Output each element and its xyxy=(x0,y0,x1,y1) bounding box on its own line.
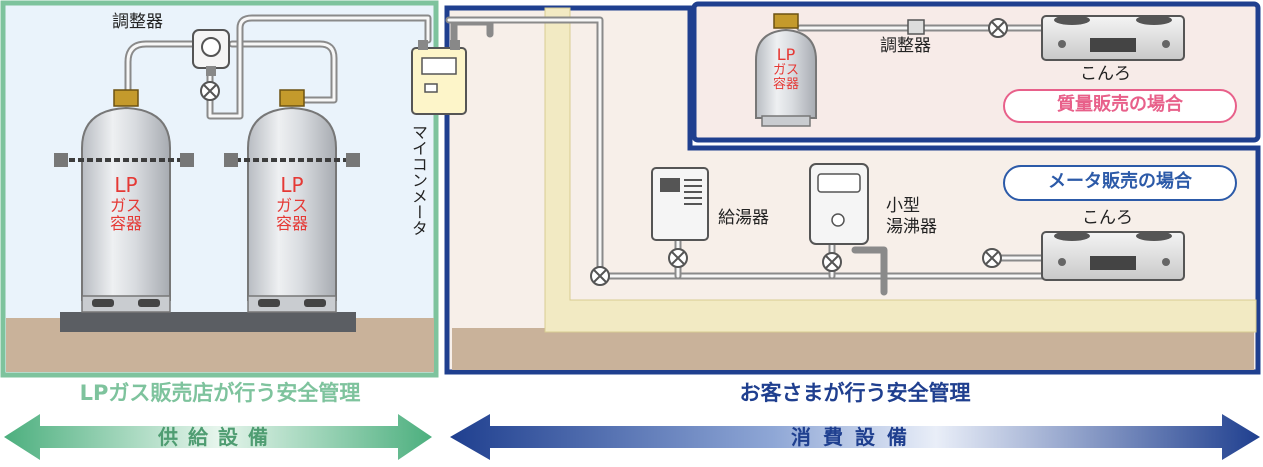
cylinder-2-text-line: 容器 xyxy=(275,214,308,234)
supply-footer-title: LPガス販売店が行う安全管理 xyxy=(79,381,361,405)
mass-cylinder-text-line: 容器 xyxy=(772,76,799,92)
mass-valve-icon xyxy=(988,18,1008,38)
water-heater-valve-icon xyxy=(668,248,688,268)
meter-sale-badge: メータ販売の場合 xyxy=(1048,171,1192,192)
small-heater-label-line: 小型 xyxy=(886,196,920,216)
cylinder-2-text: LP ガス 容器 xyxy=(266,174,318,234)
security-chain xyxy=(54,153,360,167)
mass-cylinder-text-line: LP xyxy=(776,45,796,64)
mass-cylinder-text: LP ガス 容器 xyxy=(762,46,810,92)
cylinder-1-text-line: ガス xyxy=(109,196,142,215)
lp-gas-cylinder-1 xyxy=(81,89,171,313)
mass-stove-icon xyxy=(1041,15,1185,61)
cylinder-2-text-line: LP xyxy=(280,173,304,197)
supply-pipes xyxy=(124,14,604,280)
supply-regulator-label: 調整器 xyxy=(112,12,163,32)
small-water-heater-icon xyxy=(809,163,869,245)
mass-sale-badge-frame xyxy=(1003,89,1237,123)
mass-cylinder-text-line: ガス xyxy=(772,62,799,78)
main-valve-icon xyxy=(590,266,610,286)
cylinder-1-text: LP ガス 容器 xyxy=(100,174,152,234)
meter-stove-label: こんろ xyxy=(1082,208,1133,228)
cylinder-2-text-line: ガス xyxy=(275,196,308,215)
cylinder-1-text-line: 容器 xyxy=(109,214,142,234)
small-heater-label-line: 湯沸器 xyxy=(886,217,937,238)
meter-stove-icon xyxy=(1041,231,1185,281)
cylinder-1-text-line: LP xyxy=(114,173,138,197)
consumer-arrow xyxy=(450,414,1260,460)
stove-valve-icon xyxy=(982,248,1002,268)
consumer-arrow-label: 消費設備 xyxy=(791,425,919,449)
small-heater-valve-icon xyxy=(822,252,842,272)
mass-sale-badge: 質量販売の場合 xyxy=(1057,94,1183,115)
cylinder-base xyxy=(60,312,356,332)
mass-sale-cylinder xyxy=(755,13,817,127)
water-heater-icon xyxy=(651,167,709,241)
water-heater-label: 給湯器 xyxy=(718,208,769,228)
mass-stove-label: こんろ xyxy=(1080,64,1131,84)
supply-arrow xyxy=(4,414,432,460)
mass-regulator-label: 調整器 xyxy=(880,36,931,56)
house-wall xyxy=(544,7,1257,333)
supply-arrow-label: 供給設備 xyxy=(158,425,278,449)
consumer-footer-title: お客さまが行う安全管理 xyxy=(739,381,971,405)
regulator-icon xyxy=(192,29,230,76)
consumer-ground xyxy=(452,328,1254,370)
mass-regulator-icon xyxy=(907,19,925,35)
valve-icon xyxy=(200,81,220,101)
micon-meter-label: マイコンメータ xyxy=(409,124,428,236)
lp-gas-cylinder-2 xyxy=(247,89,337,313)
small-heater-label: 小型 湯沸器 xyxy=(886,196,937,239)
meter-sale-badge-frame xyxy=(1003,165,1237,201)
micon-meter-icon xyxy=(411,40,467,115)
